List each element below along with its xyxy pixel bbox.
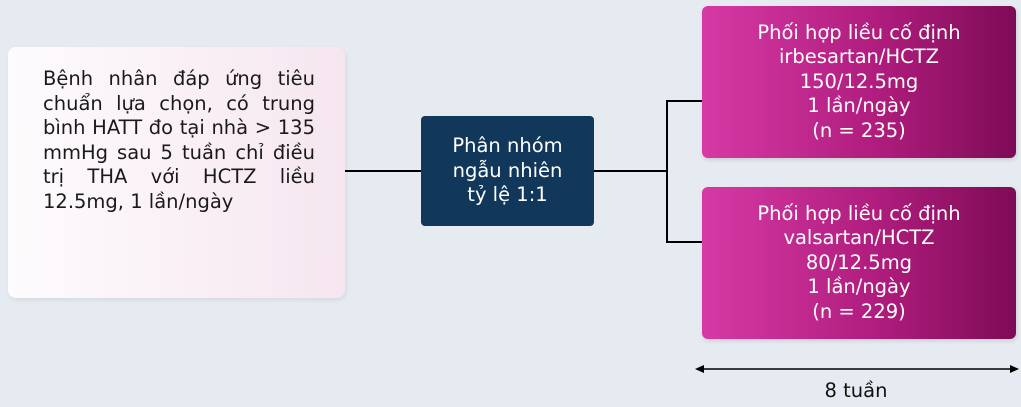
arm-1-line-4: 1 lần/ngày bbox=[807, 94, 911, 118]
arm-2-line-4: 1 lần/ngày bbox=[807, 275, 911, 299]
treatment-arm-valsartan-box: Phối hợp liều cố định valsartan/HCTZ 80/… bbox=[702, 187, 1016, 339]
duration-arrow bbox=[695, 365, 1019, 373]
arm-1-line-3: 150/12.5mg bbox=[799, 69, 919, 93]
arm-2-line-3: 80/12.5mg bbox=[805, 250, 913, 274]
randomization-line-1: Phân nhóm bbox=[452, 134, 563, 158]
branch-to-arm-1 bbox=[666, 100, 702, 102]
patient-eligibility-box: Bệnh nhân đáp ứng tiêu chuẩn lựa chọn, c… bbox=[8, 47, 345, 298]
randomization-text: Phân nhóm ngẫu nhiên tỷ lệ 1:1 bbox=[452, 134, 562, 208]
branch-to-arm-2 bbox=[666, 241, 702, 243]
treatment-arm-irbesartan-text: Phối hợp liều cố định irbesartan/HCTZ 15… bbox=[757, 21, 960, 144]
randomization-line-2: ngẫu nhiên bbox=[452, 158, 563, 182]
randomization-box: Phân nhóm ngẫu nhiên tỷ lệ 1:1 bbox=[421, 116, 594, 226]
arm-2-line-5: (n = 229) bbox=[812, 299, 906, 323]
branch-vertical-line bbox=[666, 100, 668, 242]
arm-2-line-1: Phối hợp liều cố định bbox=[757, 201, 961, 225]
patient-eligibility-text: Bệnh nhân đáp ứng tiêu chuẩn lựa chọn, c… bbox=[43, 67, 315, 213]
connector-randomization-to-branch bbox=[594, 170, 666, 172]
arm-1-line-5: (n = 235) bbox=[812, 118, 906, 142]
arm-1-line-1: Phối hợp liều cố định bbox=[757, 20, 961, 44]
duration-arrow-head-right bbox=[1010, 365, 1019, 373]
duration-arrow-head-left bbox=[695, 365, 704, 373]
treatment-arm-valsartan-text: Phối hợp liều cố định valsartan/HCTZ 80/… bbox=[757, 202, 960, 325]
treatment-arm-irbesartan-box: Phối hợp liều cố định irbesartan/HCTZ 15… bbox=[702, 6, 1016, 158]
connector-patient-to-randomization bbox=[345, 170, 421, 172]
randomization-line-3: tỷ lệ 1:1 bbox=[467, 183, 548, 207]
arm-2-line-2: valsartan/HCTZ bbox=[783, 226, 935, 250]
arm-1-line-2: irbesartan/HCTZ bbox=[778, 45, 939, 69]
duration-label: 8 tuần bbox=[824, 379, 888, 402]
